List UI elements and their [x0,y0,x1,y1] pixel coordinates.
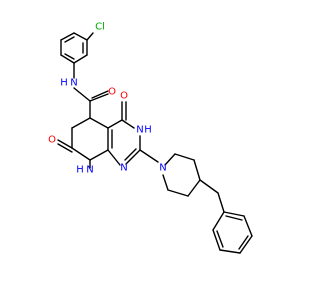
bond [164,153,176,166]
lactam-oxygen-label: O [48,135,56,146]
bond [71,147,91,161]
ring-hydrogen-3-label: H [144,125,152,136]
chlorine-label: Cl [95,22,105,33]
ring-nitrogen-1-label: N [120,163,127,174]
bond [167,189,189,197]
ring-carbonyl-oxygen-label: O [120,91,128,102]
bond [71,117,91,129]
bond [60,32,75,41]
bond [174,153,195,161]
atom-label-layer: Cl N H O O N H N N O N H [48,22,167,176]
ring-nitrogen-3-label: N [136,125,143,136]
background [0,0,300,300]
bond-inner [216,230,224,248]
bond-inner [64,53,75,60]
bond [219,249,241,254]
molecule-structure: Cl N H O O N H N N O N H [0,0,300,300]
amide-nitrogen-label: N [70,78,77,89]
bond [217,192,225,213]
bond-inner [225,215,243,221]
bond [223,211,245,217]
bond [73,32,88,41]
amide-oxygen-label: O [108,87,116,98]
bond-inner [238,235,249,250]
bond [162,174,169,191]
bond [107,119,123,129]
lactam-hydrogen-label: H [76,165,84,176]
bond-co [89,93,109,102]
piperidine-nitrogen-label: N [159,163,166,174]
bond [212,229,221,251]
bond [187,179,201,197]
bond [89,117,109,129]
bond [193,159,201,181]
bond [212,211,225,231]
bond [60,54,75,64]
bond-to-cl [86,32,94,41]
bond [89,149,109,161]
bond-inner [64,36,75,43]
bond [121,119,135,129]
amide-hydrogen-label: H [60,78,68,89]
bond [239,235,253,254]
bond [199,179,219,194]
bond-co-double [57,143,73,153]
lactam-nitrogen-label: N [86,165,93,176]
bond-co-double [91,90,109,99]
bond [125,149,141,165]
bond-to-pip-n [139,149,159,163]
bond [243,215,253,237]
bond [73,87,91,102]
bond [107,149,121,166]
bond [73,54,88,64]
bond-layer [57,32,253,254]
bond-inner [124,148,137,161]
bond-co [57,139,73,149]
